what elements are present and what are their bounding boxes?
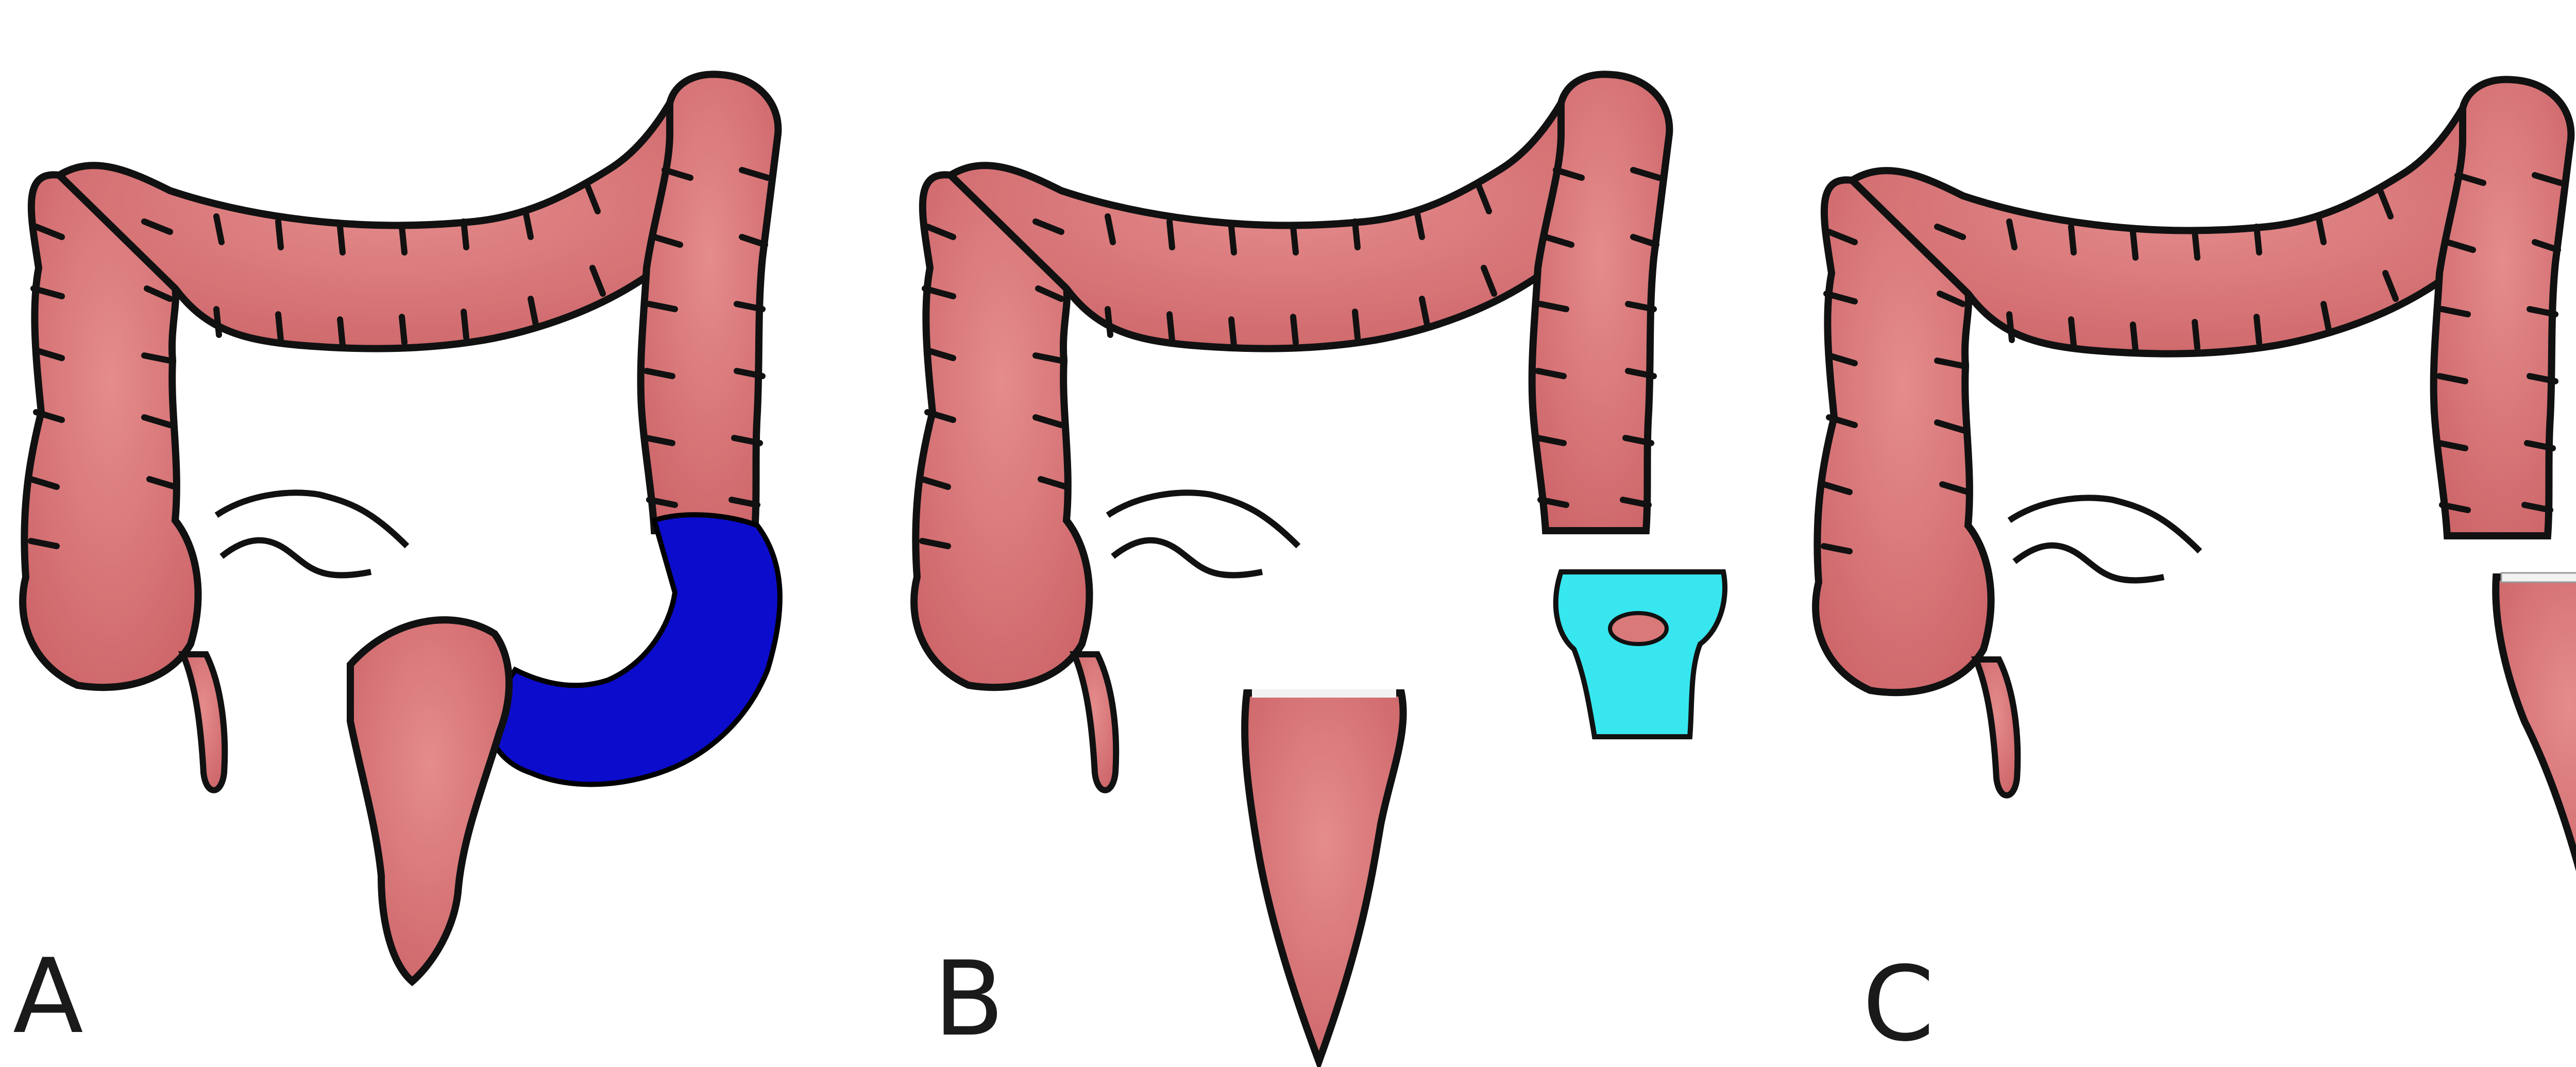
panel-label-a: A [13, 945, 83, 1048]
panel-a-colon [23, 74, 780, 981]
panel-c-colon [1816, 79, 2576, 896]
diseased-sigmoid-segment [488, 515, 780, 784]
panel-label-c: C [1862, 953, 1935, 1056]
panel-label-b: B [934, 948, 1004, 1051]
stoma [1556, 572, 1725, 737]
panel-b-colon [914, 74, 1725, 1061]
rectal-stump [1245, 693, 1403, 1061]
rectum [350, 620, 509, 981]
anastomosis-line [2501, 573, 2576, 582]
reanastomosed-rectum [2496, 577, 2576, 896]
